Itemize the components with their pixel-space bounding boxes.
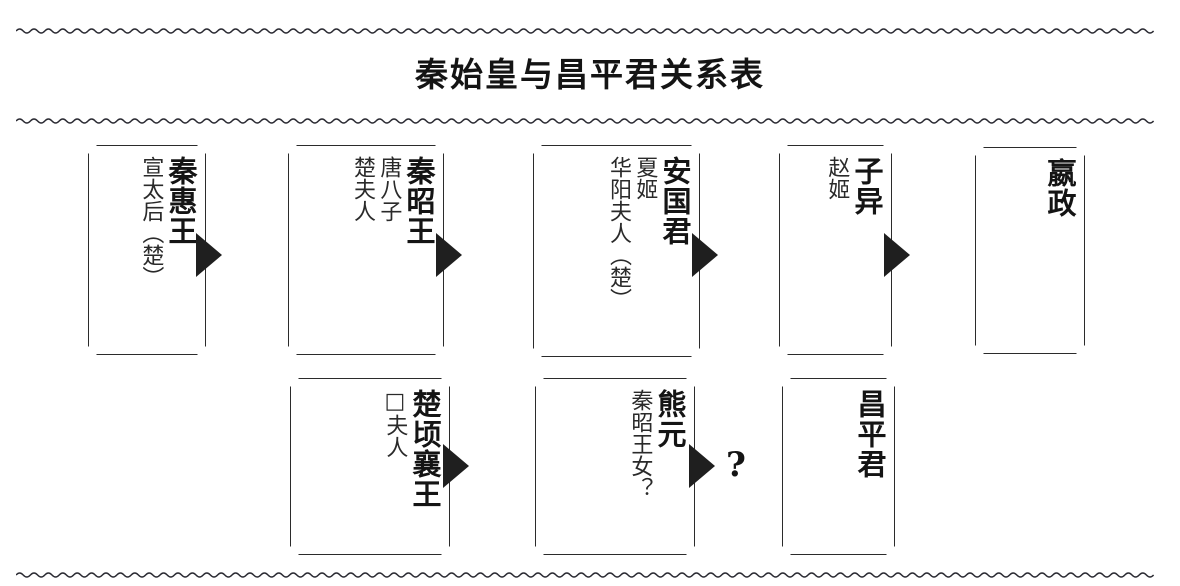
- arrow-bottom-1: [443, 444, 469, 488]
- node-secondary-label: 赵姬: [824, 156, 850, 200]
- node-primary-label: 安国君: [658, 156, 692, 246]
- arrow-top-4: [884, 233, 910, 277]
- uncertain-link-question-mark: ?: [726, 445, 746, 485]
- top-wavy-rule: [16, 26, 1164, 36]
- node-primary-label: 昌平君: [853, 389, 887, 479]
- node-primary-label: 嬴政: [1043, 158, 1077, 218]
- node-primary-label: 熊元: [653, 389, 687, 449]
- node-secondary-label: 宣太后（楚）: [138, 156, 164, 288]
- under-title-wavy-rule: [16, 116, 1164, 126]
- arrow-bottom-2: [689, 444, 715, 488]
- node-primary-label: 子异: [850, 156, 884, 216]
- node-primary-label: 秦昭王: [402, 156, 436, 246]
- node-primary-label: 楚顷襄王: [408, 389, 442, 509]
- node-secondary-label-2: 楚夫人: [349, 156, 375, 222]
- node-qin-zhao-wang[interactable]: 秦昭王 唐八子 楚夫人: [288, 145, 444, 355]
- node-secondary-label: 夏姬: [632, 156, 658, 200]
- arrow-top-1: [196, 233, 222, 277]
- node-qin-hui-wang[interactable]: 秦惠王 宣太后（楚）: [88, 145, 206, 355]
- node-primary-label: 秦惠王: [164, 156, 198, 246]
- node-secondary-label-2: 华阳夫人（楚）: [605, 156, 631, 310]
- node-secondary-label: 秦昭王女？: [627, 389, 653, 499]
- node-xiong-yuan[interactable]: 熊元 秦昭王女？: [535, 378, 695, 555]
- node-zi-yi[interactable]: 子异 赵姬: [779, 145, 892, 355]
- node-secondary-label: □夫人: [382, 389, 408, 458]
- node-secondary-label: 唐八子: [376, 156, 402, 222]
- arrow-top-2: [436, 233, 462, 277]
- node-anguo-jun[interactable]: 安国君 夏姬 华阳夫人（楚）: [533, 145, 700, 357]
- page-title: 秦始皇与昌平君关系表: [415, 55, 765, 94]
- node-ying-zheng[interactable]: 嬴政: [975, 147, 1085, 354]
- node-chu-qingxiang-wang[interactable]: 楚顷襄王 □夫人: [290, 378, 450, 555]
- bottom-wavy-rule: [16, 570, 1164, 580]
- arrow-top-3: [692, 233, 718, 277]
- node-changping-jun[interactable]: 昌平君: [782, 378, 895, 555]
